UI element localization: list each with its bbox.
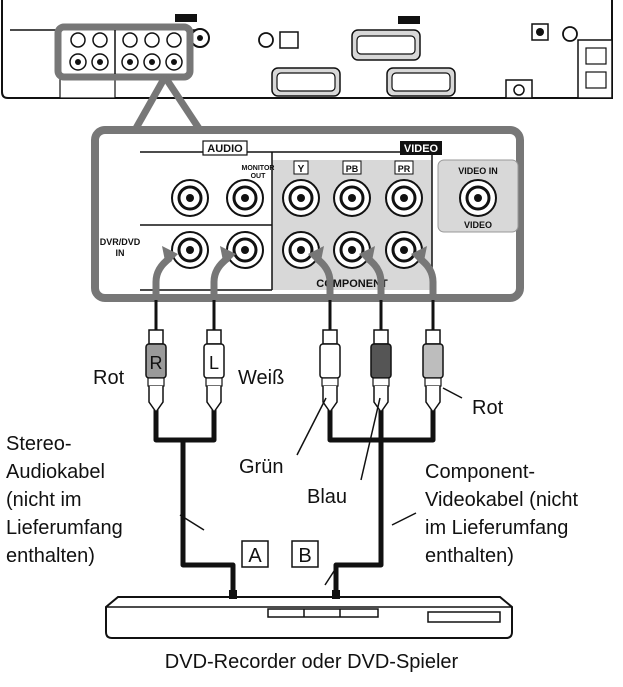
component-cable-line: enthalten) xyxy=(425,545,514,567)
stereo-cable-line: Stereo- xyxy=(6,433,72,455)
rca-jack xyxy=(282,231,320,269)
label-stereo-cable: Stereo- Audiokabel (nicht im Lieferumfan… xyxy=(6,432,123,568)
rca-jack xyxy=(171,231,209,269)
plug-wires xyxy=(154,300,435,330)
stereo-cable-line: (nicht im xyxy=(6,489,82,511)
label-box-b: B xyxy=(291,540,319,568)
rca-jack xyxy=(385,179,423,217)
video-header: VIDEO xyxy=(404,143,439,155)
rca-jack xyxy=(226,231,264,269)
label-box-a: A xyxy=(241,540,269,568)
plug-red-video xyxy=(422,329,444,414)
device-caption: DVD-Recorder oder DVD-Spieler xyxy=(164,651,459,673)
pb-label: PB xyxy=(346,164,359,174)
rca-jack xyxy=(171,179,209,217)
stereo-cable-line: enthalten) xyxy=(6,545,95,567)
svg-text:R: R xyxy=(150,353,163,373)
plug-red: R xyxy=(145,329,167,414)
svg-text:B: B xyxy=(298,545,311,567)
label-component-cable: Component- Videokabel (nicht im Lieferum… xyxy=(425,460,578,568)
component-label: COMPONENT xyxy=(316,278,388,290)
plug-white: L xyxy=(203,329,225,414)
rca-jack xyxy=(333,231,371,269)
component-cable-line: Videokabel (nicht xyxy=(425,489,579,511)
label-gruen: Grün xyxy=(239,456,284,478)
y-label: Y xyxy=(298,164,305,175)
pr-label: PR xyxy=(398,164,411,174)
component-cable-line: Component- xyxy=(425,461,536,483)
component-cable-line: im Lieferumfang xyxy=(425,517,569,539)
rca-jack xyxy=(282,179,320,217)
receiver-back-panel xyxy=(1,0,613,132)
video-in-bottom-label: VIDEO xyxy=(464,220,492,230)
svg-text:L: L xyxy=(209,353,219,373)
audio-header: AUDIO xyxy=(207,143,243,155)
label-weiss: Weiß xyxy=(238,367,285,389)
label-blau: Blau xyxy=(307,486,348,508)
stereo-cable-line: Lieferumfang xyxy=(6,517,123,539)
plug-blue xyxy=(370,329,392,414)
leader-lines xyxy=(179,387,463,586)
dvd-recorder-device xyxy=(105,590,513,639)
label-rot-right: Rot xyxy=(472,397,504,419)
stereo-cable-line: Audiokabel xyxy=(6,461,105,483)
video-in-top-label: VIDEO IN xyxy=(458,166,498,176)
cables xyxy=(153,410,436,605)
svg-text:A: A xyxy=(248,545,262,567)
rca-jack xyxy=(333,179,371,217)
plug-green xyxy=(319,329,341,414)
arrow-heads xyxy=(162,246,427,266)
rca-jack xyxy=(385,231,423,269)
video-in-jack xyxy=(459,179,497,217)
label-rot-left: Rot xyxy=(93,367,125,389)
rca-jack xyxy=(226,179,264,217)
